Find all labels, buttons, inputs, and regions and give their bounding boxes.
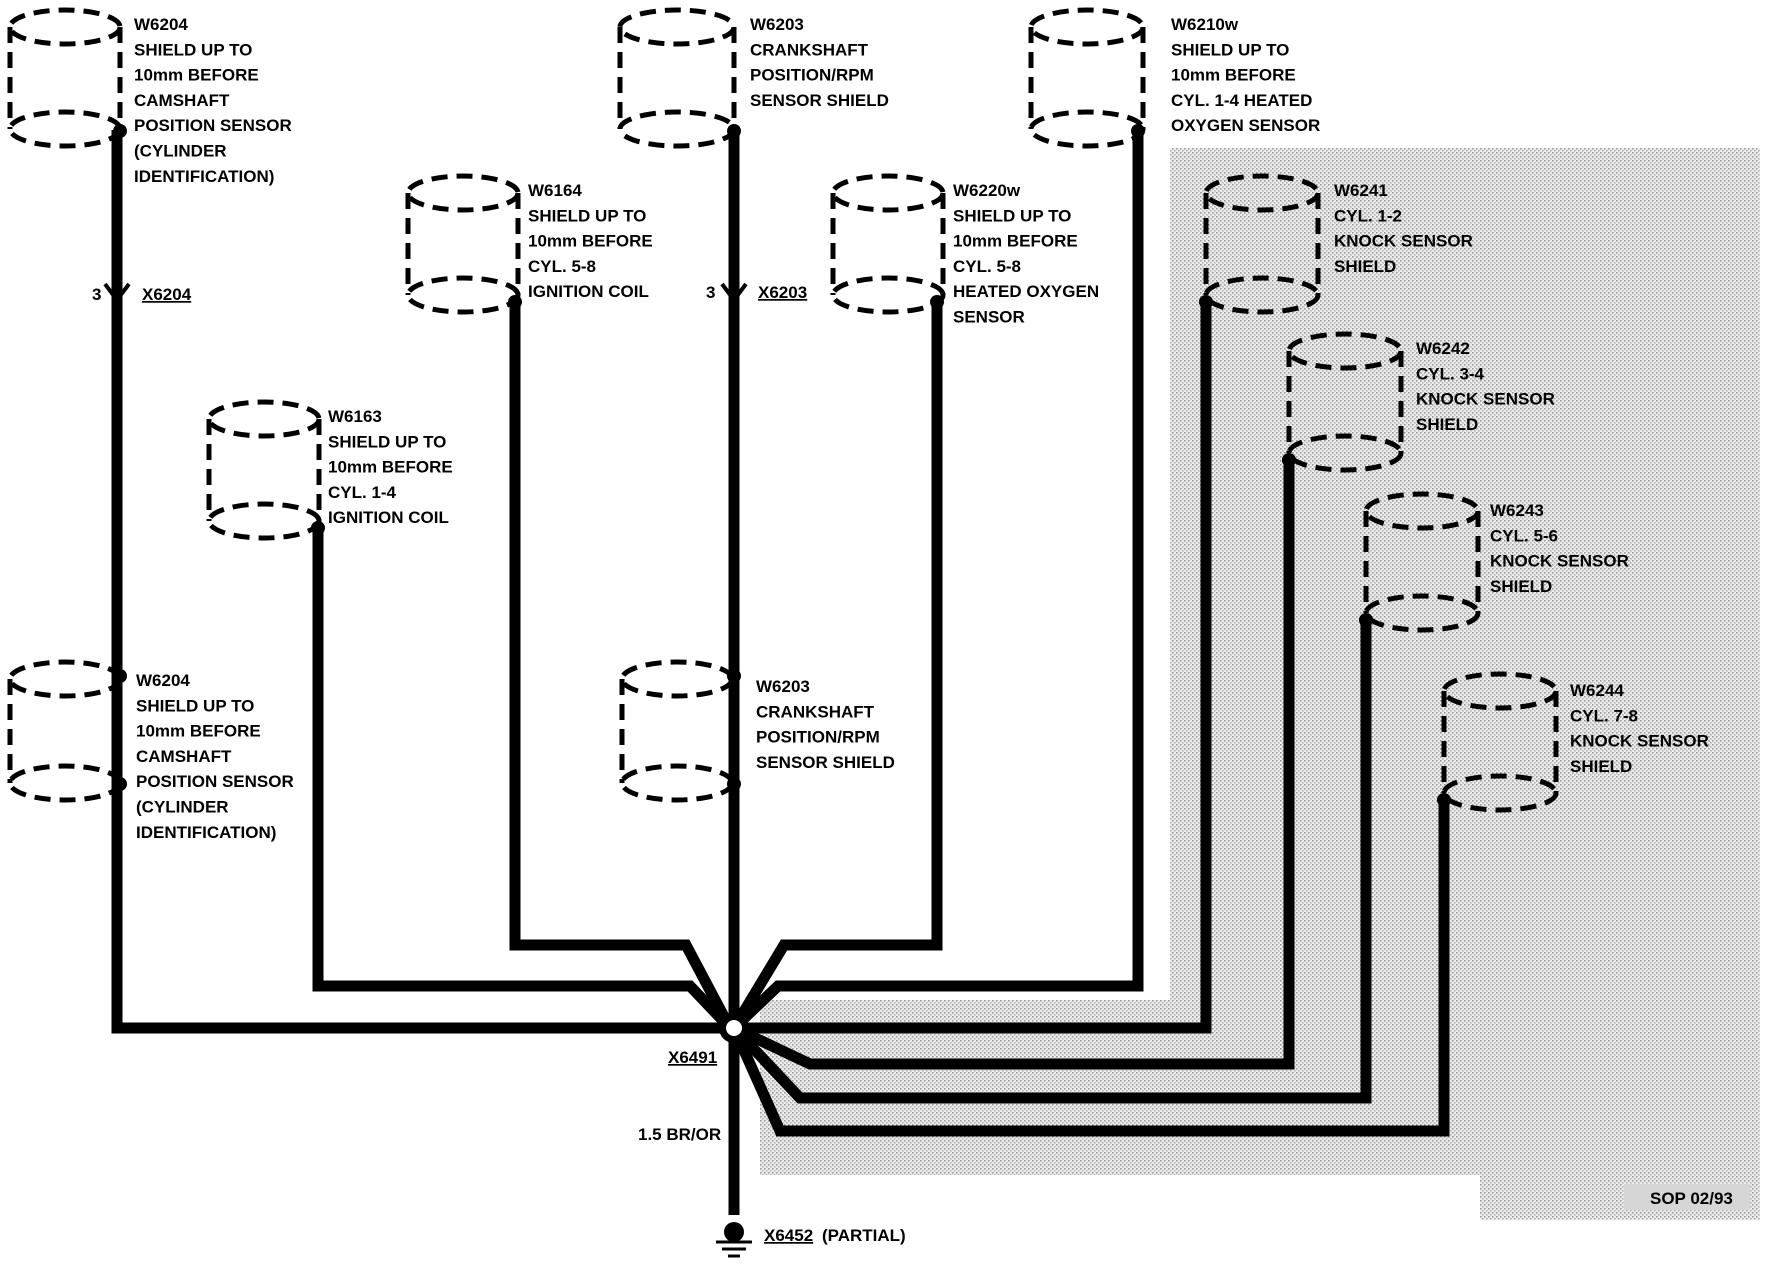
shield-label-line: 10mm BEFORE	[953, 232, 1078, 251]
shield-label-line: IGNITION COIL	[528, 282, 649, 301]
x6203-label: X6203	[758, 283, 807, 302]
shield-label-line: W6210w	[1171, 15, 1239, 34]
shield-label-line: SHIELD UP TO	[136, 696, 254, 715]
shield-label-line: SHIELD UP TO	[1171, 40, 1289, 59]
shield-label-line: CRANKSHAFT	[756, 702, 875, 721]
shield-label-line: W6241	[1334, 181, 1388, 200]
shield-label-line: W6203	[750, 15, 804, 34]
shield-label-line: SHIELD	[1334, 257, 1396, 276]
shield-label-line: SHIELD UP TO	[953, 206, 1071, 225]
shield-label-line: POSITION/RPM	[750, 66, 874, 85]
connector-x6203-symbol	[720, 282, 748, 304]
shield-w6164	[405, 173, 521, 315]
shield-w6204-upper	[7, 7, 123, 149]
shield-label-line: W6244	[1570, 681, 1624, 700]
shield-label-line: W6163	[328, 407, 382, 426]
shield-label-line: CYL. 7-8	[1570, 706, 1638, 725]
shield-label-line: W6164	[528, 181, 582, 200]
shield-label-line: SENSOR	[953, 308, 1025, 327]
wire-w6242	[731, 460, 1295, 1070]
shield-label-line: (CYLINDER	[134, 142, 227, 161]
shield-label-line: (CYLINDER	[136, 798, 229, 817]
wire-spec: 1.5 BR/OR	[638, 1125, 721, 1144]
shield-label-line: HEATED OXYGEN	[953, 282, 1099, 301]
shield-label-line: CYL. 1-4 HEATED	[1171, 91, 1312, 110]
wire-w6220w	[729, 305, 943, 1031]
shield-label-line: POSITION/RPM	[756, 728, 880, 747]
wire-w6204	[111, 130, 730, 1034]
shield-label-line: 10mm BEFORE	[1171, 66, 1296, 85]
shield-label-line: OXYGEN SENSOR	[1171, 116, 1320, 135]
shield-label-line: CRANKSHAFT	[750, 40, 869, 59]
shield-label-line: IGNITION COIL	[328, 508, 449, 527]
splice-x6491	[719, 1013, 749, 1043]
footer-box	[1624, 1184, 1750, 1210]
shield-label-line: KNOCK SENSOR	[1334, 232, 1473, 251]
connection-points	[113, 124, 1451, 807]
shield-cylinders	[7, 7, 1559, 813]
wire-w6243	[729, 620, 1372, 1104]
x6204-label: X6204	[142, 285, 192, 304]
shield-w6203-upper	[617, 7, 737, 149]
ground-note: (PARTIAL)	[822, 1226, 906, 1245]
shield-label-line: CAMSHAFT	[134, 91, 230, 110]
shield-w6210w	[1028, 7, 1146, 149]
shield-label-line: POSITION SENSOR	[136, 772, 294, 791]
shield-label-line: CYL. 1-4	[328, 483, 397, 502]
shield-label-line: 10mm BEFORE	[134, 66, 259, 85]
wire-w6241	[734, 302, 1212, 1034]
splice-label: X6491	[668, 1048, 717, 1067]
shield-w6203-lower	[619, 659, 735, 803]
shield-label-line: SENSOR SHIELD	[750, 91, 889, 110]
x6204-pin: 3	[92, 285, 101, 304]
shield-label-line: SENSOR SHIELD	[756, 753, 895, 772]
shield-label-line: SHIELD UP TO	[134, 40, 252, 59]
shield-label-line: SHIELD	[1570, 757, 1632, 776]
shield-w6163	[206, 399, 322, 541]
connector-x6204-symbol	[103, 282, 131, 304]
shield-label-line: KNOCK SENSOR	[1416, 390, 1555, 409]
shield-label-line: IDENTIFICATION)	[136, 823, 276, 842]
shield-label-line: POSITION SENSOR	[134, 116, 292, 135]
shield-label-line: 10mm BEFORE	[528, 232, 653, 251]
shield-label-line: SHIELD UP TO	[328, 432, 446, 451]
shield-label-line: CYL. 1-2	[1334, 206, 1402, 225]
wire-w6210w	[730, 130, 1144, 1032]
shield-w6220w	[830, 173, 946, 315]
shield-label-line: SHIELD UP TO	[528, 206, 646, 225]
shield-w6243	[1363, 491, 1481, 633]
wire-w6244	[728, 800, 1450, 1137]
shield-label-line: W6242	[1416, 339, 1470, 358]
shield-label-line: KNOCK SENSOR	[1570, 732, 1709, 751]
shield-label-line: CAMSHAFT	[136, 747, 232, 766]
shield-label-line: 10mm BEFORE	[136, 722, 261, 741]
shield-w6241	[1203, 173, 1321, 315]
shield-w6242	[1286, 331, 1404, 473]
shield-w6204-lower	[7, 659, 123, 803]
shield-label-line: SHIELD	[1490, 577, 1552, 596]
shield-label-line: CYL. 5-8	[953, 257, 1021, 276]
shield-label-line: CYL. 5-6	[1490, 526, 1558, 545]
shield-label-line: W6203	[756, 677, 810, 696]
shield-label-line: CYL. 3-4	[1416, 364, 1485, 383]
ground-label: X6452	[764, 1226, 813, 1245]
shield-label-line: W6204	[136, 671, 190, 690]
shield-label-line: 10mm BEFORE	[328, 458, 453, 477]
shield-label-line: IDENTIFICATION)	[134, 167, 274, 186]
ground-icon	[716, 1222, 752, 1258]
shield-label-line: KNOCK SENSOR	[1490, 552, 1629, 571]
shaded-region	[760, 148, 1760, 1220]
shield-label-line: SHIELD	[1416, 415, 1478, 434]
wire-w6164	[509, 305, 735, 1031]
shield-label-line: W6243	[1490, 501, 1544, 520]
shield-label-line: W6220w	[953, 181, 1021, 200]
shield-label-line: W6204	[134, 15, 188, 34]
shield-label-line: CYL. 5-8	[528, 257, 596, 276]
shield-w6244	[1441, 671, 1559, 813]
x6203-pin: 3	[706, 283, 715, 302]
wire-w6163	[312, 528, 734, 1032]
footer-code: SOP 02/93	[1650, 1189, 1733, 1208]
